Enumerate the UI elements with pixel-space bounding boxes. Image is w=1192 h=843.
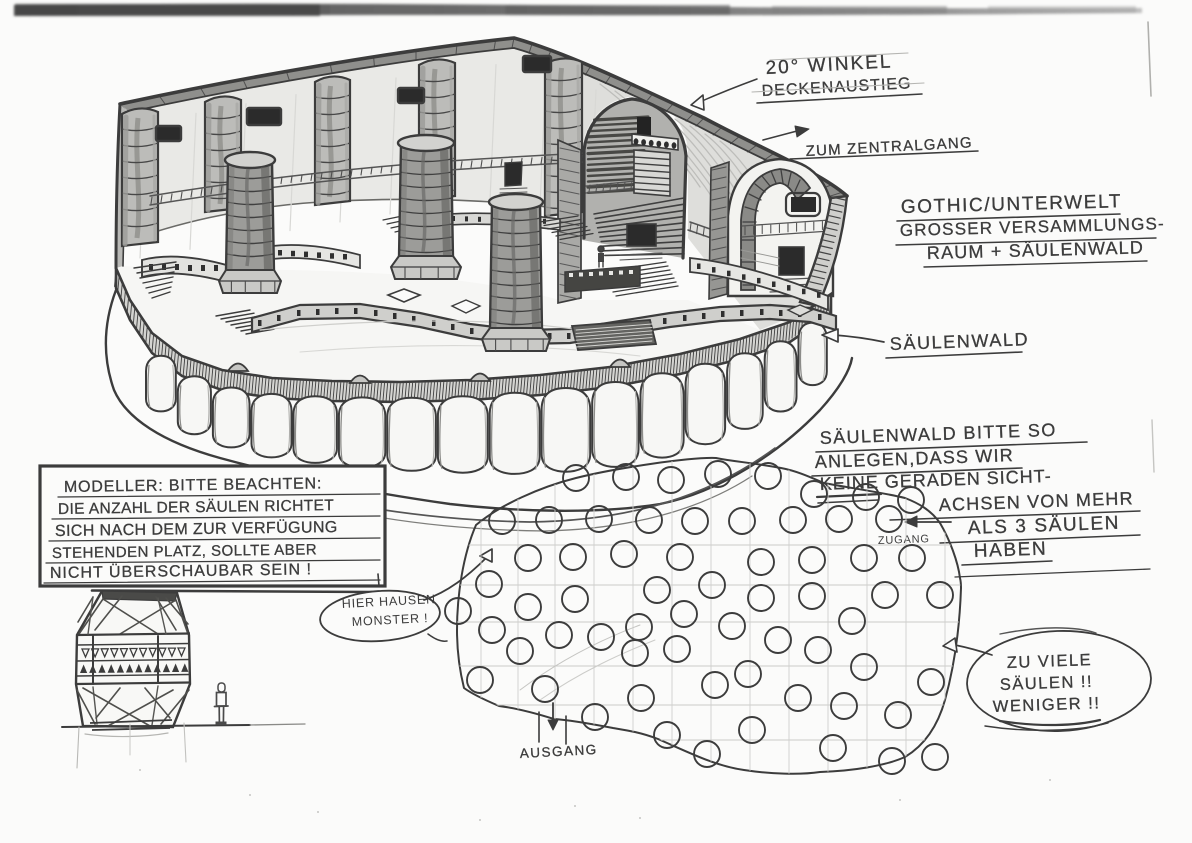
svg-text:DIE ANZAHL DER SÄULEN RICHTET: DIE ANZAHL DER SÄULEN RICHTET bbox=[58, 497, 335, 518]
svg-text:SICH NACH DEM ZUR VERFÜGUNG: SICH NACH DEM ZUR VERFÜGUNG bbox=[55, 518, 338, 540]
svg-text:ZU VIELE: ZU VIELE bbox=[1007, 651, 1093, 672]
svg-text:ALS 3 SÄULEN: ALS 3 SÄULEN bbox=[967, 513, 1120, 539]
svg-text:STEHENDEN PLATZ, SOLLTE ABER: STEHENDEN PLATZ, SOLLTE ABER bbox=[52, 541, 317, 562]
svg-text:WENIGER !!: WENIGER !! bbox=[993, 694, 1101, 716]
svg-text:RAUM + SÄULENWALD: RAUM + SÄULENWALD bbox=[927, 237, 1145, 263]
svg-text:SÄULEN !!: SÄULEN !! bbox=[1000, 673, 1094, 694]
svg-text:NICHT ÜBERSCHAUBAR SEIN !: NICHT ÜBERSCHAUBAR SEIN ! bbox=[50, 560, 312, 582]
svg-text:MODELLER: BITTE BEACHTEN:: MODELLER: BITTE BEACHTEN: bbox=[64, 475, 322, 496]
svg-text:ZUGANG: ZUGANG bbox=[878, 533, 930, 547]
svg-text:SÄULENWALD: SÄULENWALD bbox=[889, 329, 1029, 354]
svg-text:AUSGANG: AUSGANG bbox=[519, 742, 598, 761]
svg-text:MONSTER !: MONSTER ! bbox=[351, 611, 428, 629]
svg-text:HABEN: HABEN bbox=[973, 538, 1047, 562]
svg-text:HIER HAUSEN: HIER HAUSEN bbox=[341, 592, 436, 611]
